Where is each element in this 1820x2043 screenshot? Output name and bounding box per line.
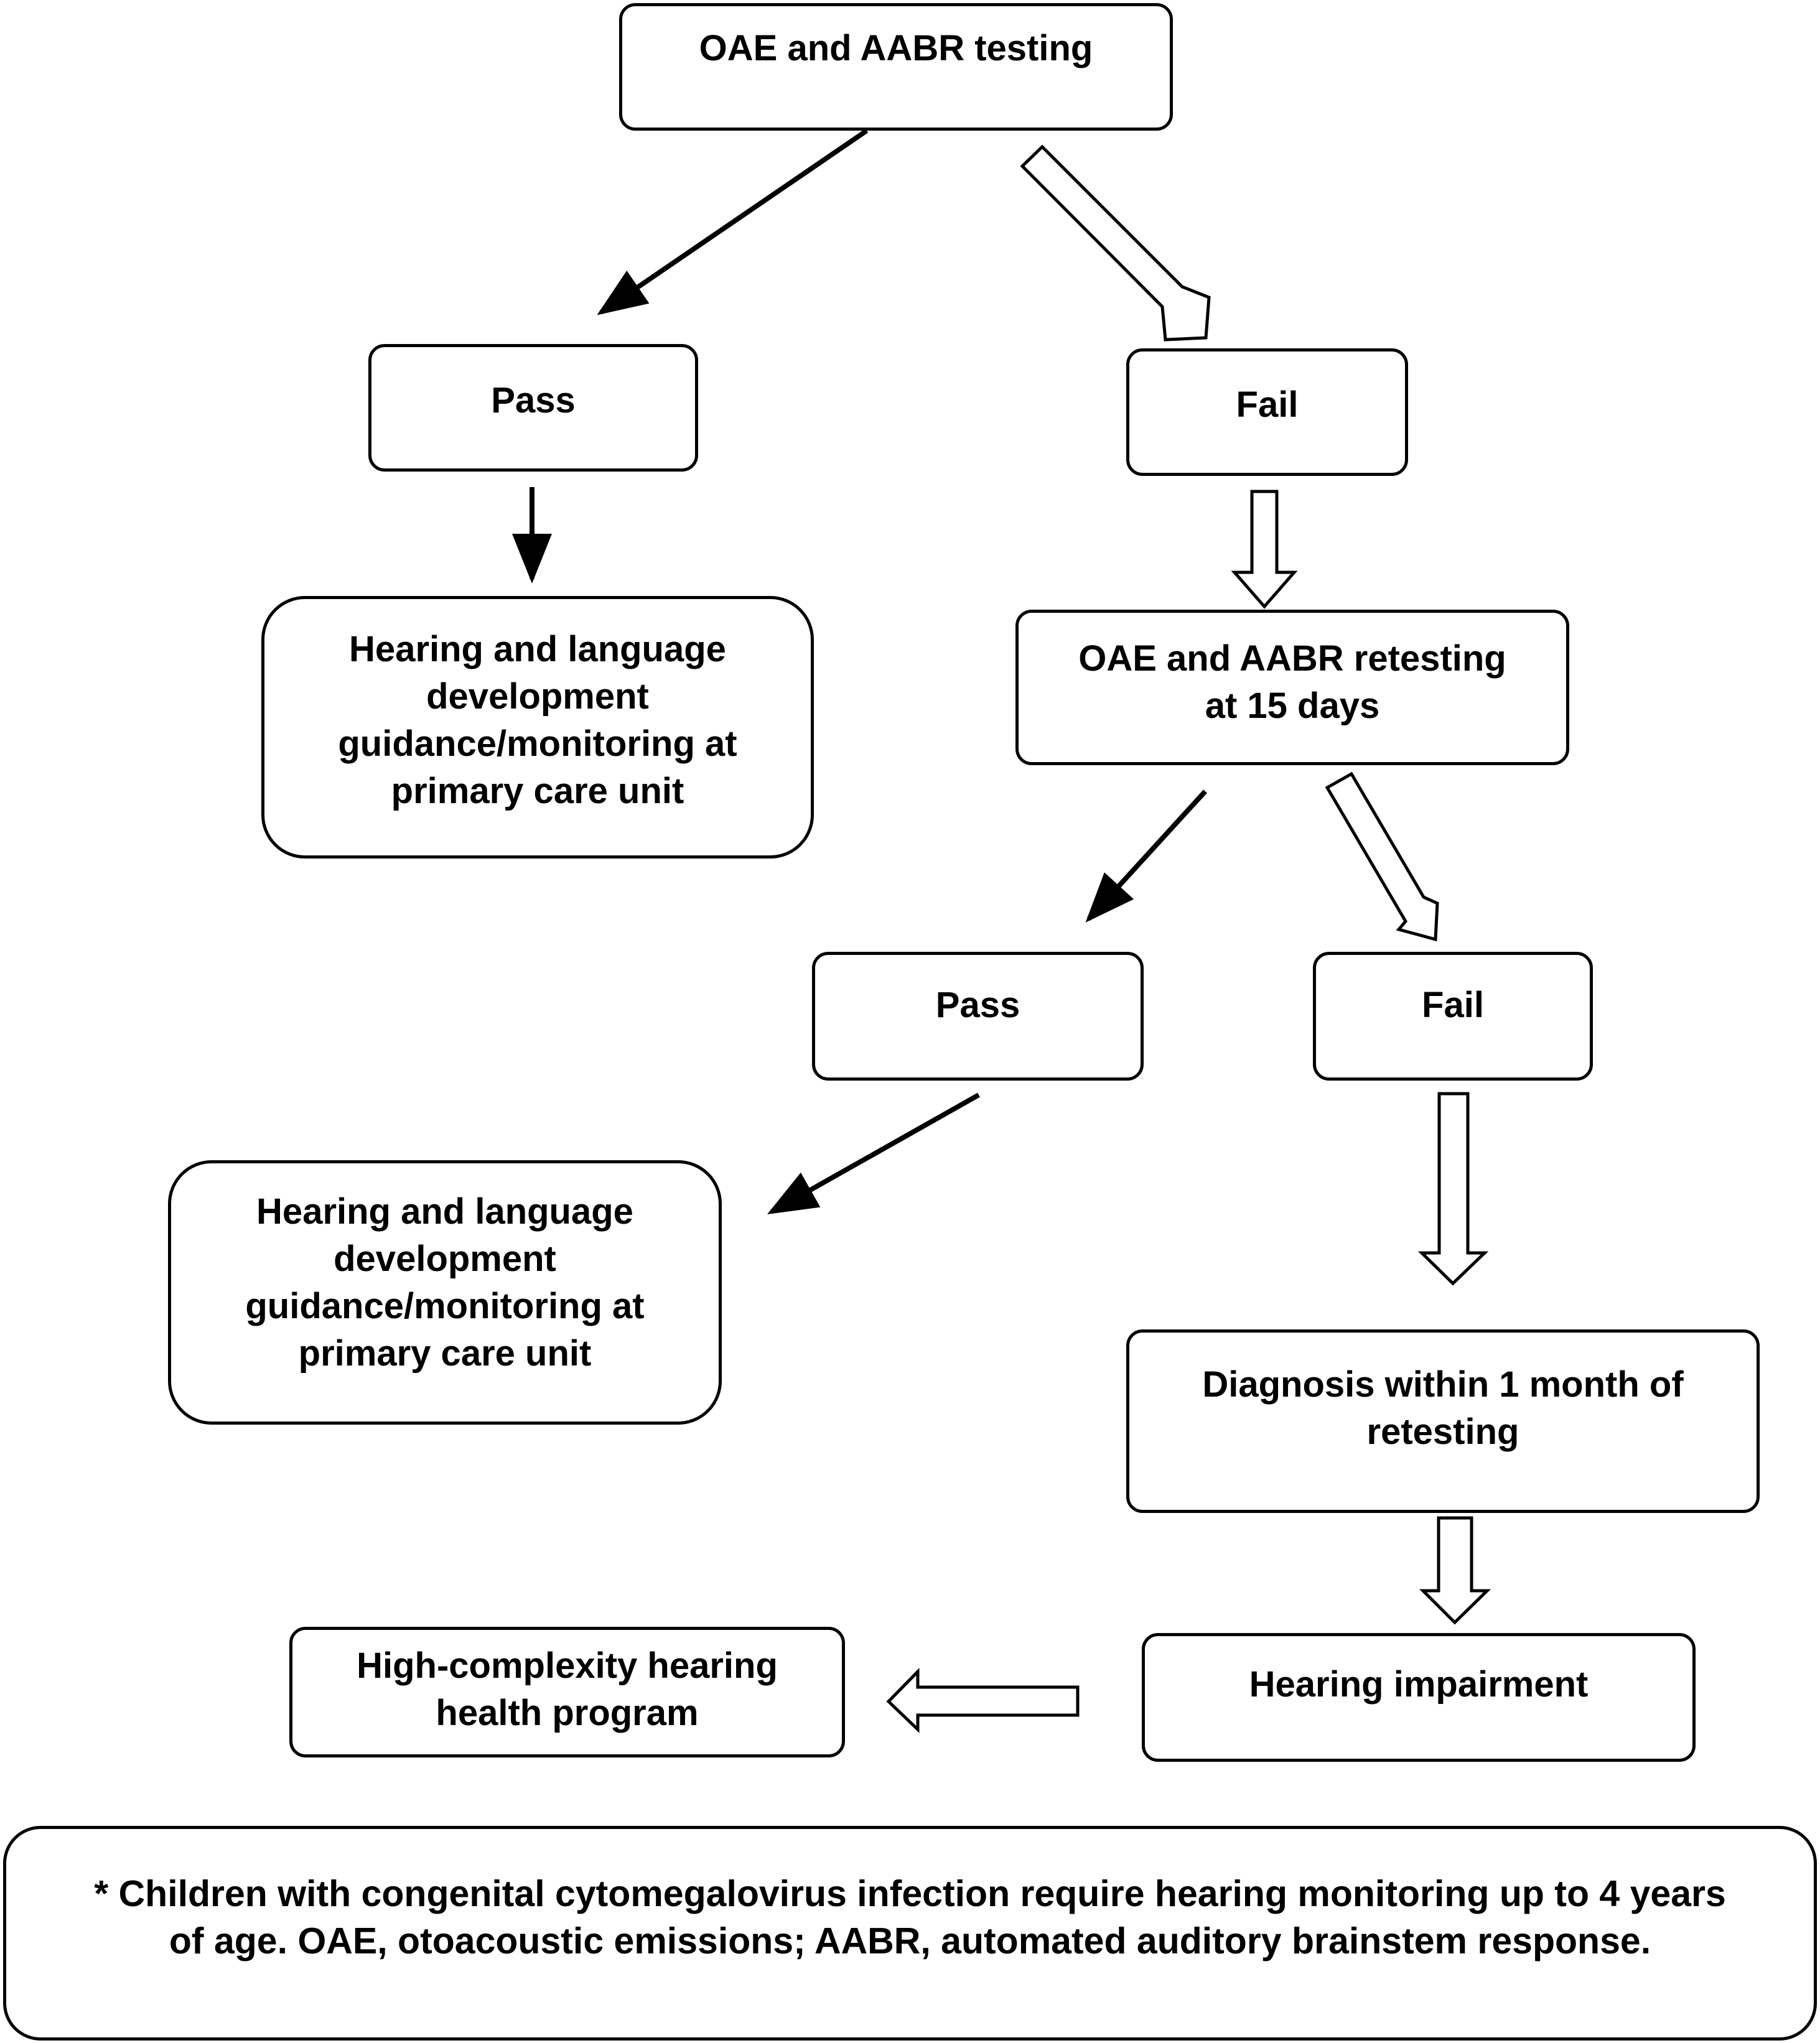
hollow-arrow-impairment-to-program (886, 1667, 1080, 1733)
second-fail-label: Fail (1422, 985, 1484, 1025)
footnote-box: * Children with congenital cytomegalovir… (3, 1826, 1817, 2041)
diagnosis-label: Diagnosis within 1 month of retesting (1202, 1364, 1684, 1452)
hollow-arrow-retest-to-fail (1325, 771, 1439, 942)
program-text-clip: High-complexity hearing health program (292, 1630, 842, 1739)
impairment-node: Hearing impairment (1142, 1633, 1696, 1762)
first-fail-label: Fail (1236, 384, 1299, 425)
first-fail-node: Fail (1126, 348, 1408, 476)
start-node: OAE and AABR testing (619, 3, 1173, 131)
hollow-arrow-start-to-fail (1020, 144, 1211, 342)
impairment-label: Hearing impairment (1249, 1664, 1589, 1705)
arrow-start-to-pass (597, 128, 869, 315)
arrow-pass2-to-guidance (767, 1092, 980, 1214)
first-pass-outcome-node: Hearing and language development guidanc… (261, 596, 814, 859)
hollow-arrow-fail-to-retest (1231, 490, 1298, 609)
second-pass-node: Pass (812, 952, 1144, 1081)
program-label: High-complexity hearing health program (357, 1645, 778, 1733)
hollow-arrow-fail-to-diagnosis (1417, 1092, 1489, 1286)
hollow-arrow-diagnosis-to-impairment (1419, 1516, 1491, 1625)
second-pass-label: Pass (935, 985, 1020, 1025)
program-node: High-complexity hearing health program (289, 1627, 845, 1757)
start-node-label: OAE and AABR testing (699, 28, 1093, 68)
retest-node: OAE and AABR retesting at 15 days (1015, 610, 1569, 765)
second-pass-outcome-node: Hearing and language development guidanc… (168, 1160, 722, 1425)
first-pass-node: Pass (368, 344, 698, 472)
retest-label: OAE and AABR retesting at 15 days (1078, 638, 1506, 726)
diagnosis-node: Diagnosis within 1 month of retesting (1126, 1329, 1760, 1513)
second-pass-outcome-label: Hearing and language development guidanc… (245, 1191, 645, 1374)
first-pass-label: Pass (491, 380, 576, 421)
arrow-retest-to-pass (1085, 789, 1207, 923)
first-pass-outcome-label: Hearing and language development guidanc… (338, 629, 737, 811)
second-fail-node: Fail (1313, 952, 1593, 1081)
footnote-text: * Children with congenital cytomegalovir… (94, 1873, 1726, 1962)
